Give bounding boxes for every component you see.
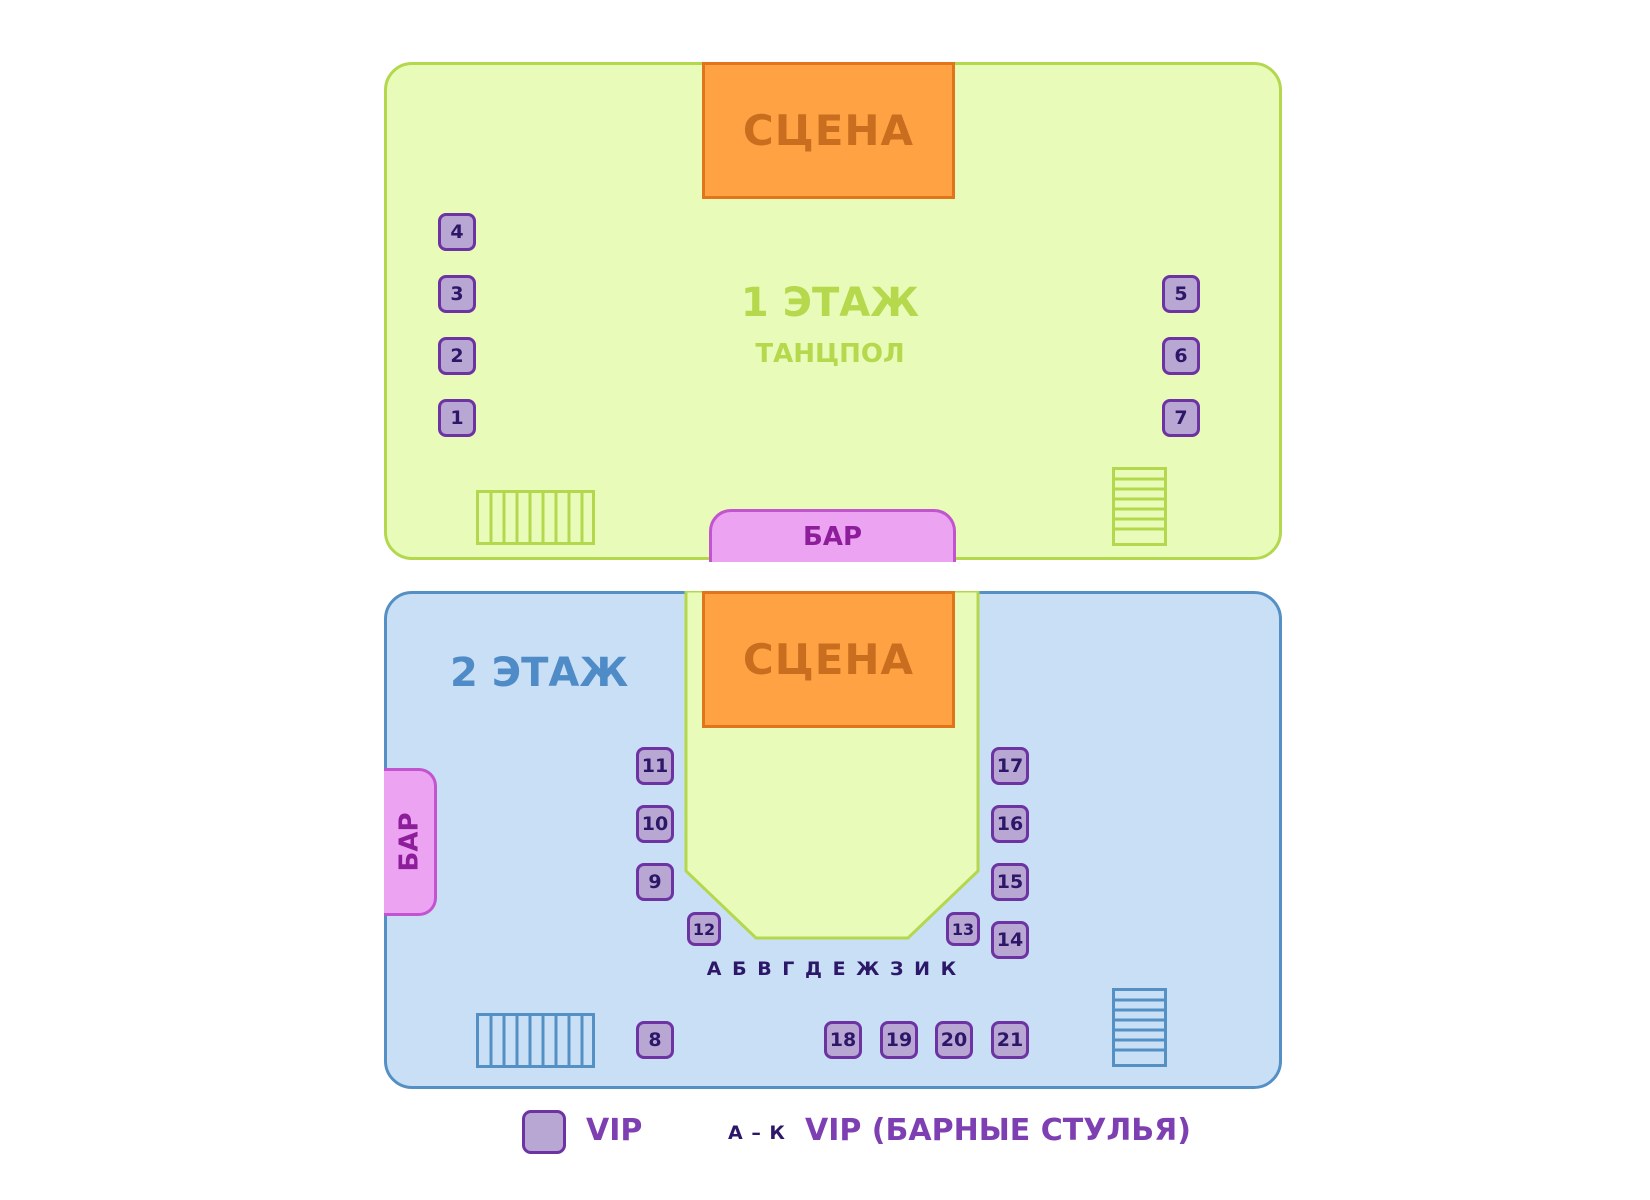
- floor-2-stage: СЦЕНА: [702, 591, 955, 728]
- table-10[interactable]: 10: [636, 805, 674, 843]
- floor-2-title: 2 ЭТАЖ: [450, 650, 629, 696]
- floor-1-stage: СЦЕНА: [702, 62, 955, 199]
- table-15[interactable]: 15: [991, 863, 1029, 901]
- floor-1-stairs-left: [476, 490, 595, 545]
- floor-2-bar: БАР: [384, 768, 437, 916]
- floor-2-stairs-left: [476, 1013, 595, 1068]
- table-16[interactable]: 16: [991, 805, 1029, 843]
- table-19[interactable]: 19: [880, 1021, 918, 1059]
- table-12[interactable]: 12: [687, 912, 721, 946]
- floor-2-bar-label: БАР: [394, 812, 424, 872]
- table-1[interactable]: 1: [438, 399, 476, 437]
- table-8[interactable]: 8: [636, 1021, 674, 1059]
- floor-1-bar: БАР: [709, 509, 956, 562]
- table-4[interactable]: 4: [438, 213, 476, 251]
- floor-2-stage-label: СЦЕНА: [742, 635, 915, 684]
- table-18[interactable]: 18: [824, 1021, 862, 1059]
- table-2[interactable]: 2: [438, 337, 476, 375]
- legend-range: А – К: [728, 1122, 786, 1144]
- table-13[interactable]: 13: [946, 912, 980, 946]
- table-6[interactable]: 6: [1162, 337, 1200, 375]
- table-14[interactable]: 14: [991, 921, 1029, 959]
- table-3[interactable]: 3: [438, 275, 476, 313]
- floor-2-stairs-right: [1112, 988, 1167, 1067]
- table-20[interactable]: 20: [935, 1021, 973, 1059]
- table-21[interactable]: 21: [991, 1021, 1029, 1059]
- table-11[interactable]: 11: [636, 747, 674, 785]
- legend-vip-label: VIP: [586, 1113, 643, 1148]
- table-5[interactable]: 5: [1162, 275, 1200, 313]
- bar-stools-letters: А Б В Г Д Е Ж З И К: [706, 958, 959, 980]
- floor-1-bar-label: БАР: [803, 522, 862, 552]
- legend-vip-bar-label: VIP (БАРНЫЕ СТУЛЬЯ): [805, 1113, 1191, 1148]
- legend-vip-swatch: [522, 1110, 566, 1154]
- table-17[interactable]: 17: [991, 747, 1029, 785]
- table-7[interactable]: 7: [1162, 399, 1200, 437]
- floor-1-stage-label: СЦЕНА: [742, 106, 915, 155]
- floor-1-title: 1 ЭТАЖ: [740, 280, 920, 326]
- table-9[interactable]: 9: [636, 863, 674, 901]
- floor-1-stairs-right: [1112, 467, 1167, 546]
- floor-1-subtitle: ТАНЦПОЛ: [755, 339, 905, 369]
